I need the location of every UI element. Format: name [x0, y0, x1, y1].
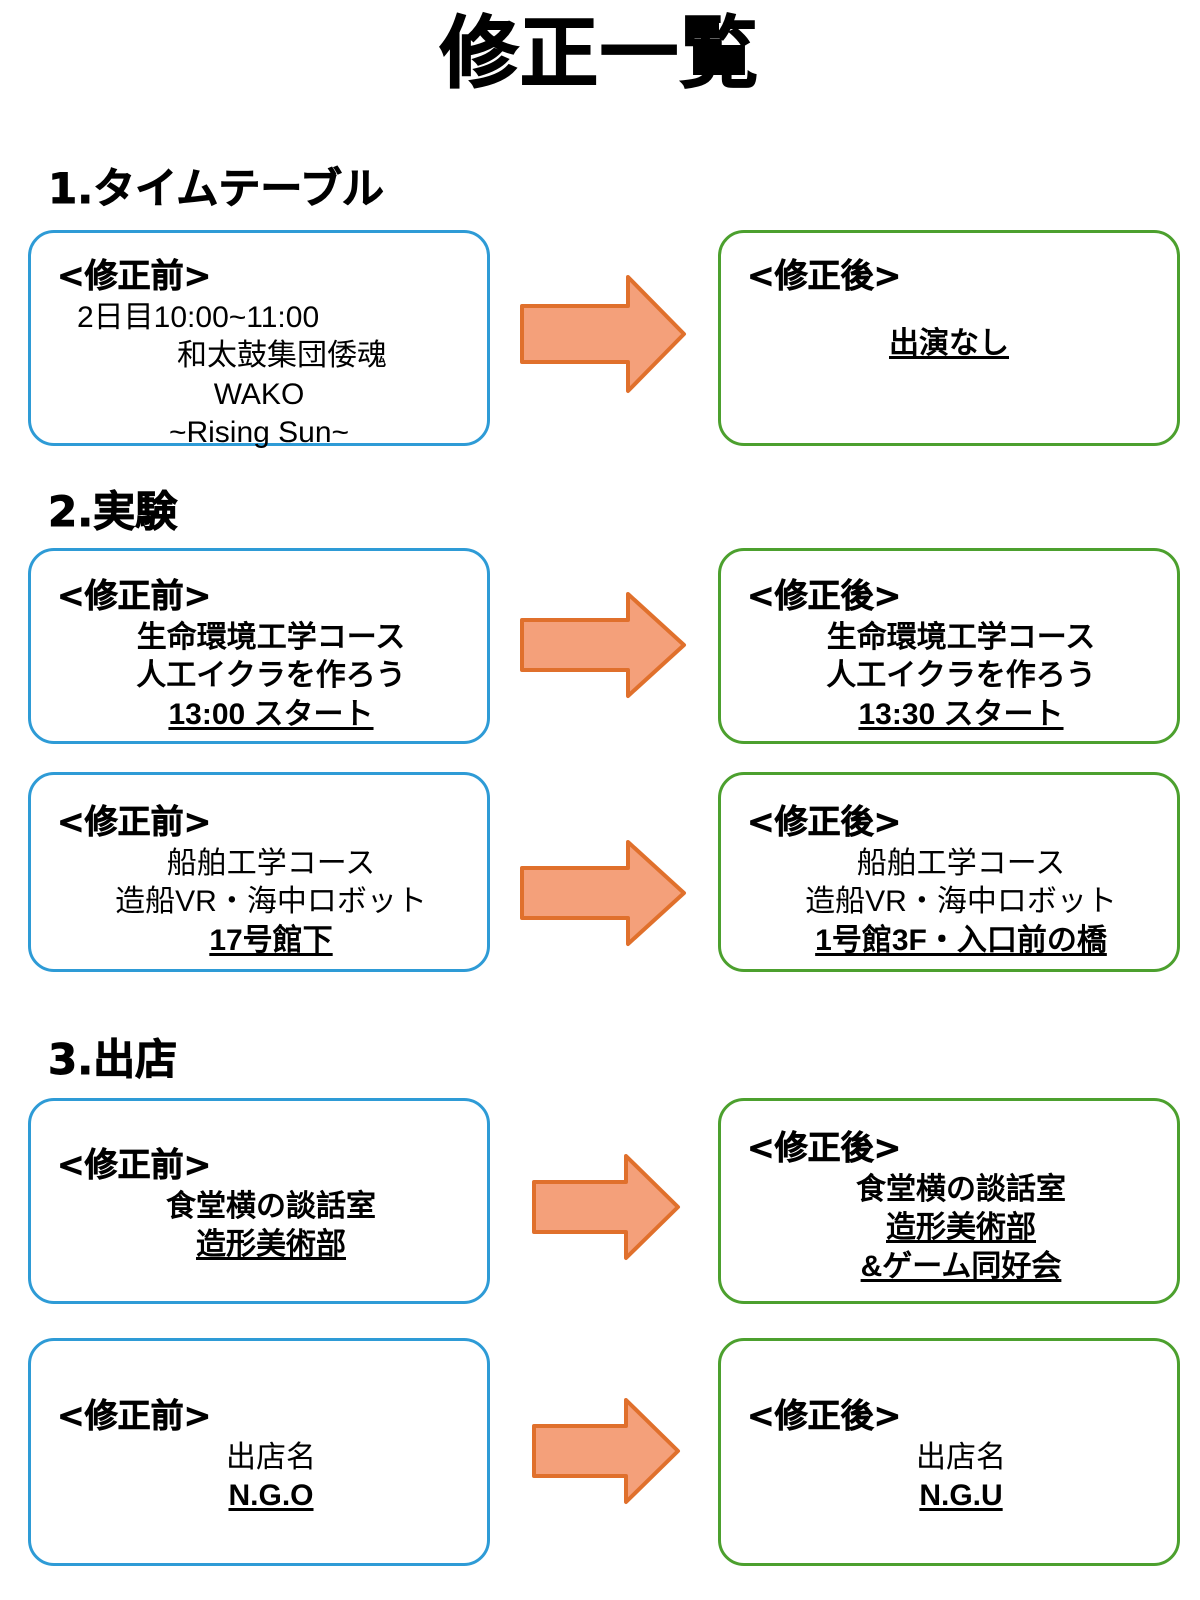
before-text-line: 和太鼓集団倭魂	[177, 339, 387, 373]
after-label: <修正後>	[747, 802, 902, 842]
change-arrow-3-1	[530, 1152, 682, 1262]
after-text-line: 食堂横の談話室	[856, 1173, 1066, 1206]
before-text-line: WAKO	[213, 377, 305, 411]
before-text-line: 食堂横の談話室	[166, 1189, 376, 1223]
before-label: <修正前>	[57, 802, 212, 842]
before-label: <修正前>	[57, 1395, 212, 1435]
before-text-line: 出店名	[226, 1440, 316, 1474]
after-text-line: 出演なし	[889, 327, 1009, 360]
before-label: <修正前>	[57, 256, 212, 296]
after-box-3-2: <修正後> 出店名 N.G.U	[718, 1338, 1180, 1566]
after-text-line: &ゲーム同好会	[860, 1249, 1062, 1283]
after-label: <修正後>	[747, 256, 902, 296]
after-text-line: 出店名	[916, 1440, 1006, 1474]
after-text-line: 人工イクラを作ろう	[826, 659, 1096, 693]
before-text-line: 生命環境工学コース	[136, 621, 406, 654]
before-label: <修正前>	[57, 1144, 212, 1184]
after-text-line: N.G.U	[919, 1479, 1003, 1512]
before-text-line: 13:00 スタート	[168, 697, 374, 731]
before-box-2-2: <修正前> 船舶工学コース 造船VR・海中ロボット 17号館下	[28, 772, 490, 972]
after-box-2-1: <修正後> 生命環境工学コース 人工イクラを作ろう 13:30 スタート	[718, 548, 1180, 744]
before-text-line: ~Rising Sun~	[168, 416, 350, 450]
before-box-3-2: <修正前> 出店名 N.G.O	[28, 1338, 490, 1566]
page-title: 修正一覧	[439, 9, 760, 99]
after-text-line: 生命環境工学コース	[826, 621, 1096, 654]
after-box-2-2: <修正後> 船舶工学コース 造船VR・海中ロボット 1号館3F・入口前の橋	[718, 772, 1180, 972]
section-heading-3: 3.出店	[48, 1035, 178, 1085]
before-text-line: 造船VR・海中ロボット	[115, 885, 427, 919]
change-arrow-2-2	[518, 838, 688, 948]
before-text-line: 17号館下	[209, 923, 333, 957]
change-arrow-1-1	[518, 272, 688, 396]
before-text-line: 人工イクラを作ろう	[136, 659, 406, 693]
before-box-3-1: <修正前> 食堂横の談話室 造形美術部	[28, 1098, 490, 1304]
after-label: <修正後>	[747, 1395, 902, 1435]
before-label: <修正前>	[57, 576, 212, 616]
after-text-line: 船舶工学コース	[856, 847, 1066, 880]
after-label: <修正後>	[747, 576, 902, 616]
section-heading-1: 1.タイムテーブル	[48, 164, 385, 214]
change-arrow-2-1	[518, 590, 688, 700]
after-box-1-1: <修正後> 出演なし	[718, 230, 1180, 446]
after-text-line: 1号館3F・入口前の橋	[815, 923, 1107, 957]
change-arrow-3-2	[530, 1396, 682, 1506]
before-box-1-1: <修正前> 2日目10:00~11:00 和太鼓集団倭魂 WAKO ~Risin…	[28, 230, 490, 449]
before-text-line: 造形美術部	[196, 1228, 346, 1261]
before-box-2-1: <修正前> 生命環境工学コース 人工イクラを作ろう 13:00 スタート	[28, 548, 490, 744]
before-text-line: 2日目10:00~11:00	[77, 301, 320, 334]
after-text-line: 13:30 スタート	[858, 697, 1064, 731]
after-box-3-1: <修正後> 食堂横の談話室 造形美術部 &ゲーム同好会	[718, 1098, 1180, 1304]
after-label: <修正後>	[747, 1128, 902, 1168]
before-text-line: 船舶工学コース	[166, 847, 376, 880]
section-heading-2: 2.実験	[48, 487, 178, 537]
before-text-line: N.G.O	[228, 1479, 314, 1512]
after-text-line: 造船VR・海中ロボット	[805, 885, 1117, 919]
after-text-line: 造形美術部	[886, 1211, 1036, 1245]
